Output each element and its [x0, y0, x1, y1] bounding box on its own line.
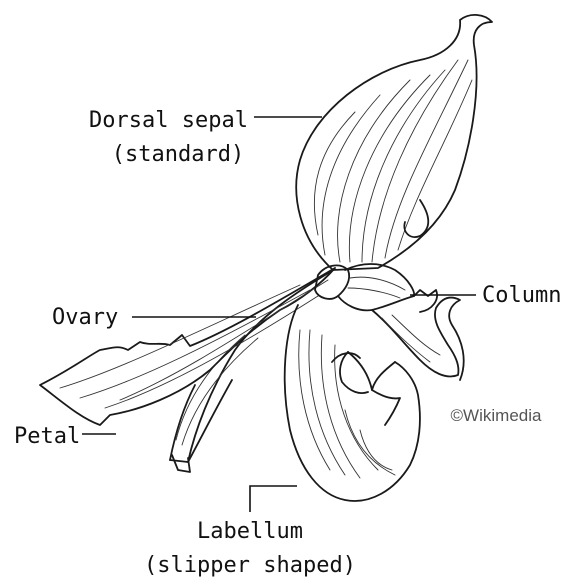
ovary-drawing: [170, 272, 330, 472]
image-credit: ©Wikimedia: [451, 406, 542, 425]
label-dorsal-sepal: Dorsal sepal: [89, 108, 248, 133]
label-labellum-note: (slipper shaped): [144, 553, 356, 578]
label-labellum: Labellum: [197, 519, 303, 544]
label-dorsal-sepal-note: (standard): [112, 142, 244, 167]
label-column: Column: [482, 283, 561, 308]
dorsal-sepal-drawing: [296, 15, 492, 270]
labellum-drawing: [285, 305, 420, 501]
label-ovary: Ovary: [52, 305, 118, 330]
labellum-leader: [250, 486, 297, 512]
label-petal: Petal: [14, 424, 80, 449]
right-petal-drawing: [372, 298, 464, 380]
